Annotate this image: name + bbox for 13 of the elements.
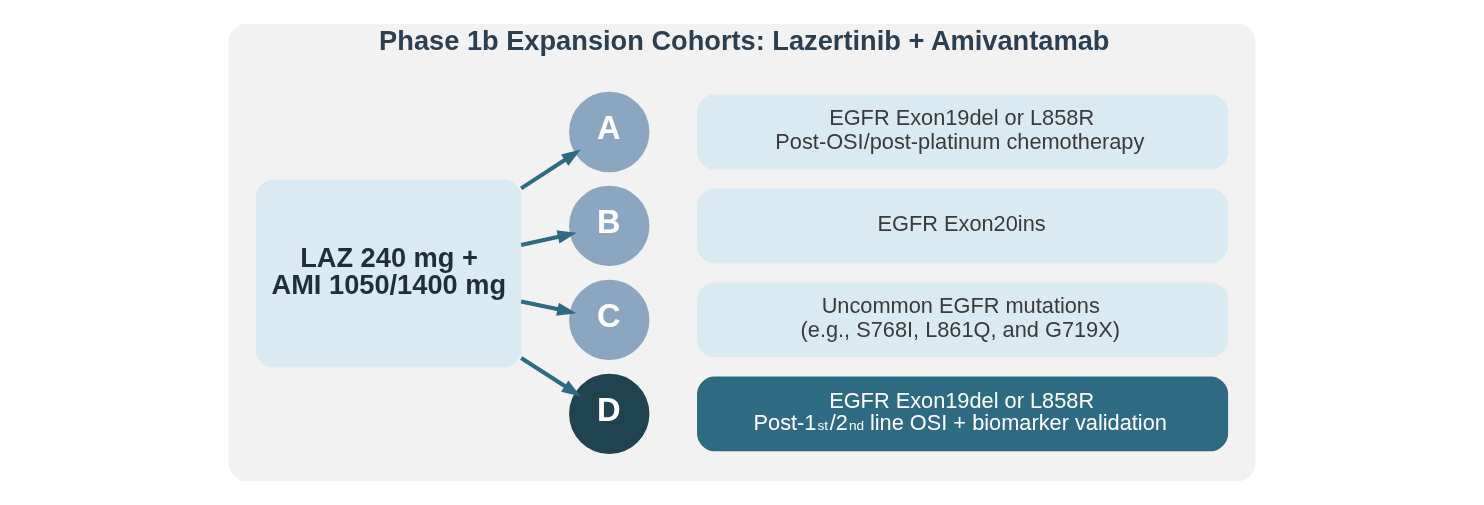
node-box: EGFR Exon20ins xyxy=(697,188,1229,264)
node-circle: B xyxy=(569,185,650,267)
node-circle: A xyxy=(569,91,650,173)
node-circle: D xyxy=(569,373,650,454)
arrow xyxy=(520,356,581,397)
arrow xyxy=(520,149,581,191)
node-box: EGFR Exon19del or L858R Post-OSI/post-platinum chemotherapy xyxy=(697,94,1229,170)
node-box: EGFR Exon19del or L858R Post-1st/2nd line OSI + biomarker validation xyxy=(697,376,1229,452)
node-box: LAZ 240 mg + AMI 1050/1400 mg xyxy=(255,179,522,368)
arrow xyxy=(520,299,577,316)
arrow xyxy=(520,230,577,247)
node-box: Uncommon EGFR mutations (e.g., S768I, L861Q, and G719X) xyxy=(697,282,1229,358)
node-circle: C xyxy=(569,279,650,361)
